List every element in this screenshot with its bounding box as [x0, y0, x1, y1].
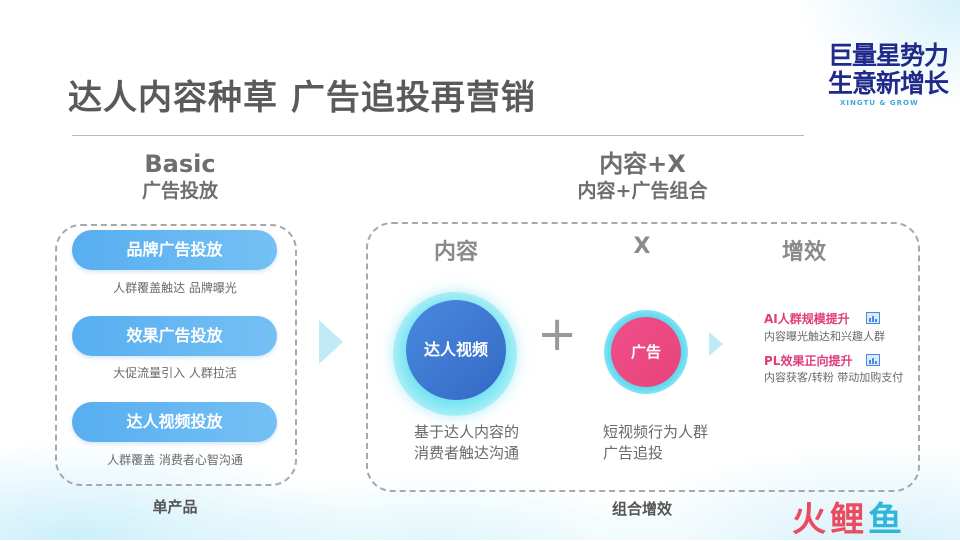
ad-description: 短视频行为人群 广告追投 [603, 422, 708, 464]
effect-1-title: AI人群规模提升 [764, 312, 850, 326]
col-effect-heading: 增效 [781, 240, 826, 265]
basic-panel [55, 224, 297, 486]
logo-line-1: 巨量星势力 [828, 41, 949, 70]
effect-2-desc: 内容获客/转粉 带动加购支付 [764, 371, 904, 384]
brand-ad-pill: 品牌广告投放 [72, 230, 277, 270]
brand-part-1: 火 [792, 500, 830, 540]
page-title: 达人内容种草 广告追投再营销 [68, 78, 536, 118]
chart-icon [866, 312, 880, 324]
combo-caption: 组合增效 [611, 500, 672, 518]
basic-caption: 单产品 [152, 498, 198, 516]
col-x-heading: X [633, 234, 651, 259]
combo-title: 内容+X [599, 150, 686, 178]
logo-line-2: 生意新增长 [828, 69, 949, 98]
xingtu-logo: 巨量星势力 生意新增长 XINGTU & GROW [828, 41, 949, 108]
basic-header: Basic 广告投放 [105, 150, 255, 204]
influencer-video-desc: 人群覆盖 消费者心智沟通 [107, 453, 243, 467]
col-content-heading: 内容 [433, 240, 478, 265]
arrow-right-small-icon [709, 332, 723, 356]
effect-2-title: PL效果正向提升 [764, 354, 853, 368]
influencer-video-pill: 达人视频投放 [72, 402, 277, 442]
effect-1-desc: 内容曝光触达和兴趣人群 [764, 330, 885, 343]
brand-part-2: 鲤 [830, 500, 868, 540]
arrow-right-icon [319, 320, 343, 364]
huoliyu-logo: 火鲤鱼 [792, 492, 906, 541]
brand-ad-desc: 人群覆盖触达 品牌曝光 [113, 281, 237, 295]
content-description: 基于达人内容的 消费者触达沟通 [414, 422, 519, 464]
ad-desc-line-2: 广告追投 [603, 444, 664, 462]
combo-subtitle: 内容+广告组合 [577, 180, 708, 202]
combo-panel [366, 222, 920, 492]
performance-ad-desc: 大促流量引入 人群拉活 [113, 366, 237, 380]
logo-subtitle: XINGTU & GROW [840, 99, 919, 107]
background-corner-glow [680, 0, 960, 200]
content-desc-line-2: 消费者触达沟通 [414, 444, 520, 462]
basic-subtitle: 广告投放 [141, 180, 218, 202]
brand-part-3: 鱼 [868, 500, 906, 540]
ad-desc-line-1: 短视频行为人群 [603, 423, 709, 441]
ad-circle: 广告 [611, 317, 681, 387]
title-divider [72, 135, 804, 136]
chart-icon [866, 354, 880, 366]
content-circle: 达人视频 [406, 300, 506, 400]
combo-header: 内容+X 内容+广告组合 [560, 150, 725, 204]
content-desc-line-1: 基于达人内容的 [414, 423, 520, 441]
basic-title: Basic [144, 150, 216, 178]
performance-ad-pill: 效果广告投放 [72, 316, 277, 356]
plus-icon: + [537, 306, 578, 362]
